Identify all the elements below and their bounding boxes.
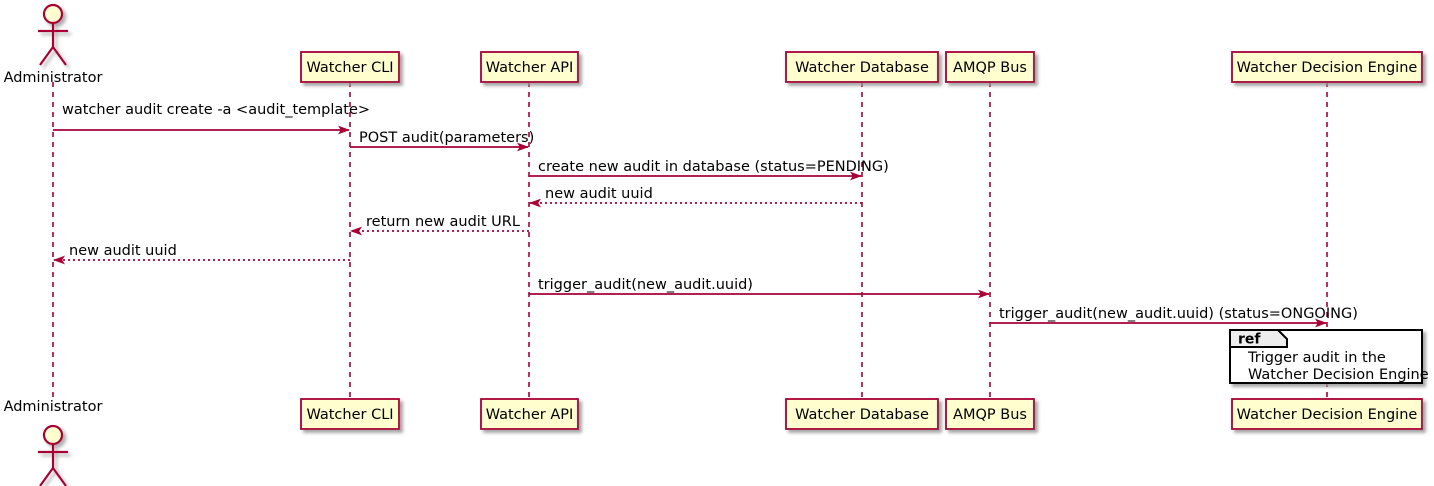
participant-label-watcher-db: Watcher Database — [795, 60, 929, 76]
participant-box-rect — [480, 398, 579, 430]
actor-label-actor-bottom: Administrator — [4, 399, 103, 415]
actor-head — [42, 424, 64, 446]
message-m2[interactable]: POST audit(parameters) — [350, 130, 534, 152]
message-label-m4: new audit uuid — [545, 186, 653, 202]
participant-box-rect — [480, 51, 579, 83]
participant-box-watcher-db-top[interactable]: Watcher Database — [785, 51, 939, 83]
participant-label-watcher-api: Watcher API — [486, 60, 574, 76]
participant-label-watcher-cli: Watcher CLI — [306, 60, 393, 76]
message-label-m8: trigger_audit(new_audit.uuid) (status=ON… — [999, 306, 1358, 322]
participant-box-rect — [300, 398, 400, 430]
participant-box-rect — [785, 51, 939, 83]
ref-fragment-tab — [1229, 329, 1288, 348]
participant-box-rect — [945, 51, 1035, 83]
message-m4[interactable]: new audit uuid — [529, 186, 862, 208]
actor-leg-right — [52, 467, 67, 486]
participant-box-rect — [785, 398, 939, 430]
message-m1[interactable]: watcher audit create -a <audit_template> — [53, 102, 370, 135]
participant-box-decision-engine-top[interactable]: Watcher Decision Engine — [1231, 51, 1423, 83]
participant-box-watcher-db-bottom[interactable]: Watcher Database — [785, 398, 939, 430]
participant-box-watcher-api-bottom[interactable]: Watcher API — [480, 398, 579, 430]
message-label-m3: create new audit in database (status=PEN… — [538, 159, 889, 175]
participant-box-rect — [1231, 51, 1423, 83]
message-m3[interactable]: create new audit in database (status=PEN… — [529, 159, 889, 181]
participant-box-watcher-api-top[interactable]: Watcher API — [480, 51, 579, 83]
actor-leg-right — [52, 46, 67, 66]
message-label-m6: new audit uuid — [69, 243, 177, 259]
participant-box-amqp-bus-bottom[interactable]: AMQP Bus — [945, 398, 1035, 430]
actor-label-actor-top: Administrator — [4, 70, 103, 86]
actor-head — [42, 3, 64, 25]
participant-box-decision-engine-bottom[interactable]: Watcher Decision Engine — [1231, 398, 1423, 430]
message-label-m2: POST audit(parameters) — [359, 130, 534, 146]
message-label-m1: watcher audit create -a <audit_template> — [62, 102, 370, 118]
participant-box-watcher-cli-top[interactable]: Watcher CLI — [300, 51, 400, 83]
participant-box-rect — [1231, 398, 1423, 430]
participant-label-watcher-db: Watcher Database — [795, 407, 929, 423]
participant-box-rect — [945, 398, 1035, 430]
participant-box-amqp-bus-top[interactable]: AMQP Bus — [945, 51, 1035, 83]
actor-leg-left — [39, 46, 54, 66]
participant-label-amqp-bus: AMQP Bus — [953, 407, 1027, 423]
ref-body-line-0: Trigger audit in the — [1247, 350, 1386, 366]
actor-stick-figure-icon-actor-top[interactable] — [38, 3, 68, 66]
participant-label-amqp-bus: AMQP Bus — [953, 60, 1027, 76]
participant-label-watcher-cli: Watcher CLI — [306, 407, 393, 423]
participant-label-decision-engine: Watcher Decision Engine — [1237, 60, 1418, 76]
ref-body-line-1: Watcher Decision Engine — [1248, 367, 1429, 383]
message-m5[interactable]: return new audit URL — [350, 214, 529, 236]
message-m6[interactable]: new audit uuid — [53, 243, 350, 265]
participant-boxes-bottom: Watcher CLI Watcher API Watcher Database AM… — [300, 398, 1423, 430]
ref-keyword-label: ref — [1238, 332, 1261, 348]
participant-box-rect — [300, 51, 400, 83]
actor-stick-figure-icon-actor-bottom[interactable] — [38, 424, 68, 486]
message-label-m5: return new audit URL — [366, 214, 520, 230]
actor-leg-left — [39, 467, 54, 486]
messages-layer: watcher audit create -a <audit_template>… — [53, 102, 1358, 328]
participant-boxes-top: Watcher CLI Watcher API Watcher Database AM… — [300, 51, 1423, 83]
message-label-m7: trigger_audit(new_audit.uuid) — [538, 277, 753, 293]
message-m7[interactable]: trigger_audit(new_audit.uuid) — [529, 277, 990, 299]
participant-label-decision-engine: Watcher Decision Engine — [1237, 407, 1418, 423]
message-m8[interactable]: trigger_audit(new_audit.uuid) (status=ON… — [990, 306, 1358, 328]
participant-label-watcher-api: Watcher API — [486, 407, 574, 423]
participant-box-watcher-cli-bottom[interactable]: Watcher CLI — [300, 398, 400, 430]
